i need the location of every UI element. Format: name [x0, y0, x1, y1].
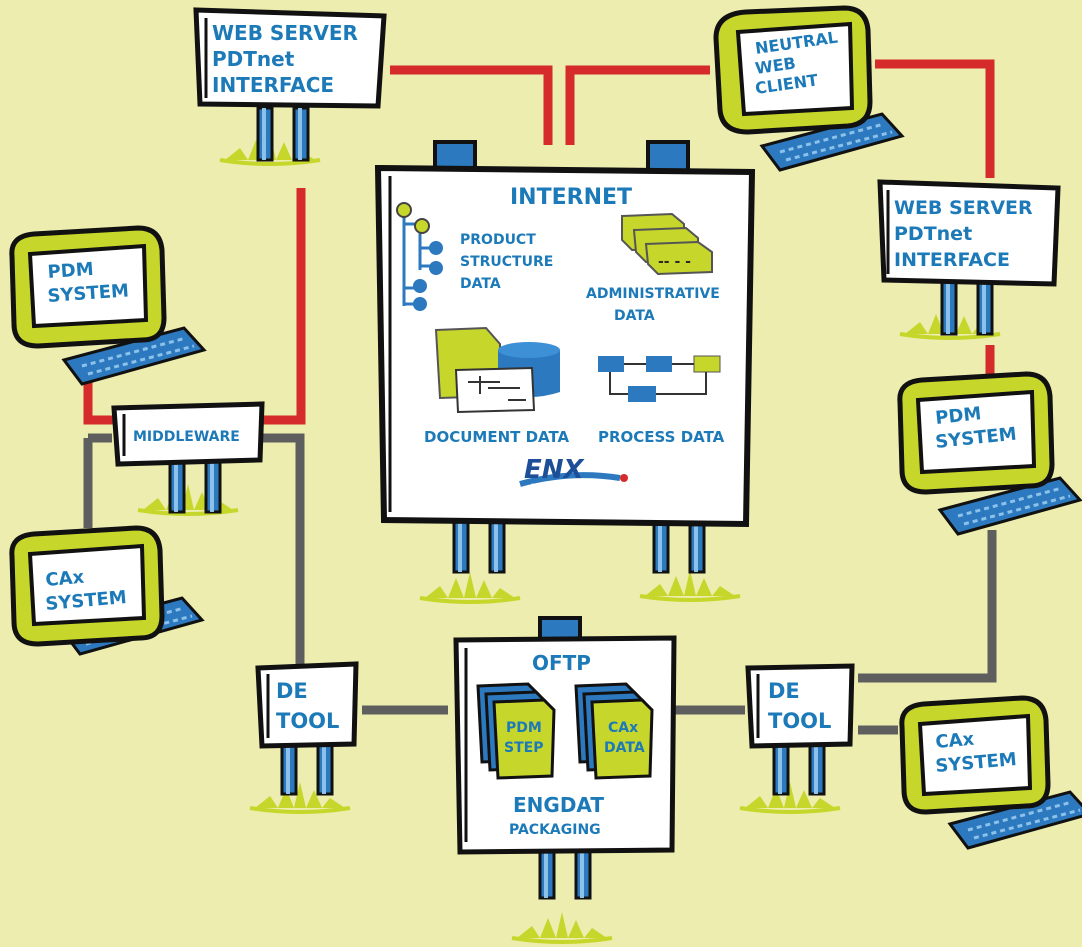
- engdat-label: ENGDAT: [513, 793, 604, 817]
- de-tool-right-line1: DE: [768, 679, 800, 703]
- internet-title: INTERNET: [510, 185, 632, 210]
- oftp-title: OFTP: [532, 651, 591, 675]
- enx-logo-tagline: get connected: [530, 481, 588, 490]
- pdm-step-document-icon: PDM STEP: [476, 682, 556, 780]
- middleware-label: MIDDLEWARE: [133, 429, 240, 445]
- enx-logo: ENX get connected: [519, 455, 628, 490]
- process-data-label: PROCESS DATA: [598, 428, 725, 446]
- packaging-label: PACKAGING: [509, 822, 601, 838]
- cax-system-left-monitor[interactable]: CAx SYSTEM: [9, 525, 204, 656]
- de-tool-left-line1: DE: [276, 679, 308, 703]
- web-server-top-line3: INTERFACE: [212, 73, 334, 97]
- administrative-line2: DATA: [614, 308, 655, 324]
- cax-data-line2: DATA: [604, 740, 645, 756]
- neutral-web-client-monitor[interactable]: NEUTRAL WEB CLIENT: [713, 5, 904, 172]
- product-structure-line2: STRUCTURE: [460, 254, 553, 270]
- de-tool-left-sign[interactable]: DE TOOL: [248, 661, 359, 814]
- de-tool-left-line2: TOOL: [276, 709, 339, 733]
- administrative-cards-icon: -- - -: [621, 212, 713, 276]
- process-data-icon: [598, 355, 721, 402]
- oftp-board[interactable]: OFTP PDM STEP CAx DATA ENGDAT PACKAGING: [453, 616, 677, 944]
- web-server-right-sign[interactable]: WEB SERVER PDTnet INTERFACE: [877, 179, 1061, 340]
- cax-system-right-monitor[interactable]: CAx SYSTEM: [899, 695, 1082, 850]
- middleware-sign[interactable]: MIDDLEWARE: [111, 401, 265, 516]
- enx-logo-text: ENX: [524, 455, 586, 485]
- de-tool-right-line2: TOOL: [768, 709, 831, 733]
- internet-board[interactable]: INTERNET PRODUCT STRUCTURE DATA -- - - A…: [374, 140, 756, 604]
- cax-data-document-icon: CAx DATA: [574, 682, 654, 780]
- document-data-icon: [434, 326, 560, 414]
- web-server-right-line2: PDTnet: [894, 223, 972, 245]
- product-structure-tree-icon: [396, 202, 443, 311]
- administrative-card-mark: -- - -: [658, 254, 691, 270]
- pdm-step-line1: PDM: [506, 720, 542, 736]
- web-server-top-line2: PDTnet: [212, 47, 295, 71]
- web-server-right-line1: WEB SERVER: [894, 197, 1033, 219]
- pdm-system-left-monitor[interactable]: PDM SYSTEM: [9, 225, 206, 386]
- document-data-label: DOCUMENT DATA: [424, 428, 570, 446]
- pdm-system-right-monitor[interactable]: PDM SYSTEM: [897, 371, 1082, 536]
- cax-data-line1: CAx: [608, 720, 638, 736]
- web-server-right-line3: INTERFACE: [894, 249, 1010, 271]
- product-structure-line3: DATA: [460, 276, 501, 292]
- pdm-system-right-line1: PDM: [934, 403, 982, 429]
- cax-system-left-line1: CAx: [45, 567, 86, 591]
- web-server-top-line1: WEB SERVER: [212, 21, 358, 45]
- gray-connections: [83, 433, 997, 735]
- cax-system-right-line1: CAx: [935, 729, 976, 753]
- web-server-top-sign[interactable]: WEB SERVER PDTnet INTERFACE: [193, 7, 387, 166]
- product-structure-line1: PRODUCT: [460, 232, 536, 248]
- pdm-system-left-line1: PDM: [47, 259, 94, 283]
- pdm-step-line2: STEP: [504, 740, 543, 756]
- de-tool-right-sign[interactable]: DE TOOL: [738, 663, 855, 814]
- red-connections: [83, 59, 995, 425]
- administrative-line1: ADMINISTRATIVE: [586, 286, 720, 302]
